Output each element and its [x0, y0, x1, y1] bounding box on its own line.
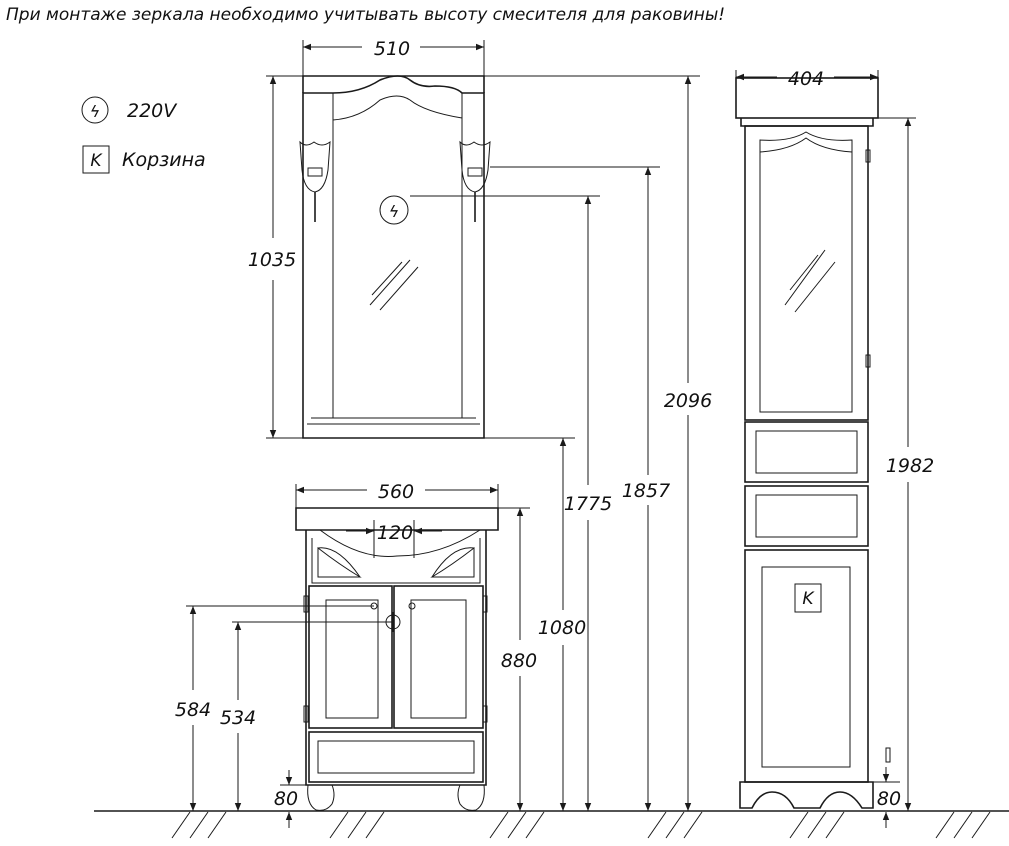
- dim-pipe-low: 534: [220, 621, 393, 811]
- warning-title: При монтаже зеркала необходимо учитывать…: [6, 5, 725, 25]
- label-1775: 1775: [564, 493, 612, 515]
- legend: ϟ 220V K Корзина: [81, 96, 206, 174]
- dim-lamp-height: 1857: [490, 166, 670, 811]
- label-120: 120: [377, 522, 413, 544]
- legend-basket-label: Корзина: [122, 149, 206, 171]
- label-510: 510: [374, 38, 410, 60]
- label-1857: 1857: [622, 480, 670, 502]
- dim-faucet-spacing: 120: [346, 520, 442, 558]
- mirror-socket-symbol: ϟ: [389, 202, 400, 221]
- mirror-socket-icon: ϟ: [379, 195, 409, 225]
- basket-icon: [82, 145, 110, 174]
- dim-vanity-width: 560: [295, 481, 499, 508]
- legend-item-socket: ϟ 220V: [81, 96, 178, 124]
- dim-column-height: 1982: [873, 117, 934, 811]
- basket-symbol: K: [90, 151, 103, 171]
- label-1982: 1982: [886, 455, 934, 477]
- legend-socket-label: 220V: [127, 100, 178, 122]
- label-404: 404: [788, 68, 824, 90]
- label-1080: 1080: [538, 617, 586, 639]
- dim-socket-height: 1775: [410, 195, 612, 811]
- dim-total-height: 2096: [484, 75, 712, 811]
- legend-item-basket: K Корзина: [82, 145, 206, 174]
- basket-marker-symbol: K: [802, 589, 815, 609]
- dim-column-legs: 80: [873, 767, 901, 828]
- label-534: 534: [220, 707, 256, 729]
- floor: [94, 810, 1009, 839]
- dim-mirror-height: 1035: [248, 75, 303, 439]
- left-lamp: [299, 140, 331, 222]
- dim-cabinet-top: 1080: [484, 437, 586, 811]
- label-80-vanity: 80: [274, 788, 298, 810]
- electrical-socket-icon: [81, 96, 109, 124]
- dim-mirror-width: 510: [302, 38, 485, 93]
- label-2096: 2096: [664, 390, 712, 412]
- label-560: 560: [378, 481, 414, 503]
- dim-vanity-legs: 80: [274, 770, 308, 828]
- basket-marker-icon: K: [794, 583, 822, 613]
- label-880: 880: [501, 650, 537, 672]
- dim-pipe-high: 584: [175, 605, 374, 811]
- socket-symbol: ϟ: [90, 102, 101, 121]
- label-1035: 1035: [248, 249, 296, 271]
- mirror: ϟ: [299, 75, 491, 439]
- dim-vanity-height: 880: [498, 507, 537, 811]
- tall-column: K: [735, 77, 891, 809]
- right-lamp: [459, 140, 491, 222]
- label-584: 584: [175, 699, 211, 721]
- vanity: [295, 507, 499, 811]
- label-80-column: 80: [877, 788, 901, 810]
- dim-column-width: 404: [735, 68, 879, 90]
